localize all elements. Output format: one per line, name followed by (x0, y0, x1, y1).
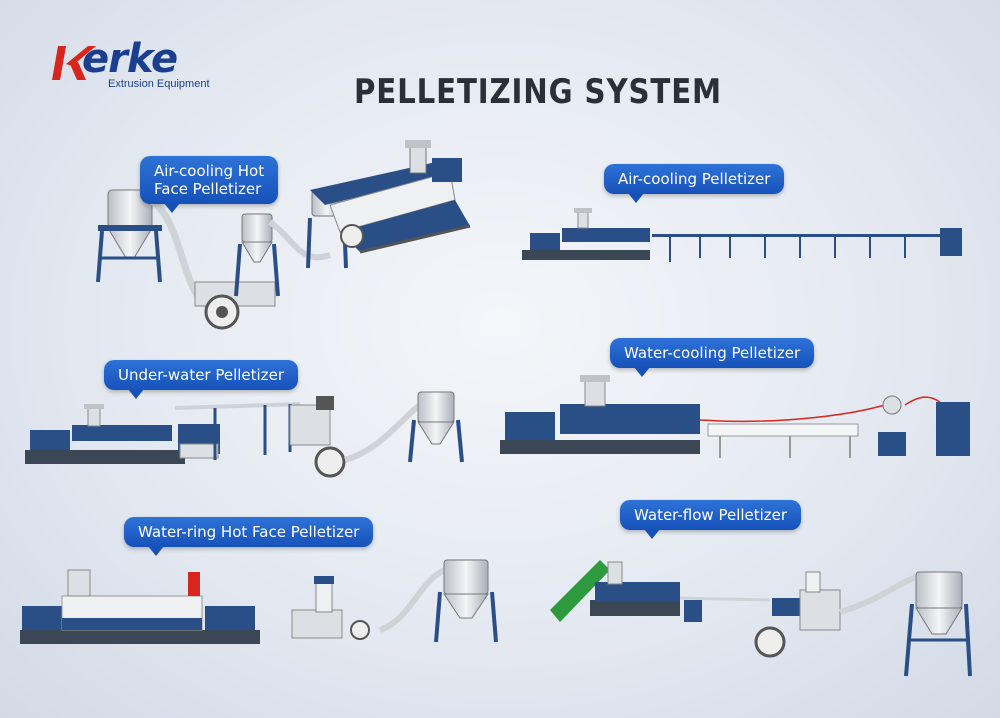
logo-brand-text: erke (82, 36, 178, 82)
label-line-1: Water-cooling Pelletizer (624, 344, 801, 362)
label-water-cooling: Water-cooling Pelletizer (610, 338, 815, 377)
label-line-1: Air-cooling Pelletizer (618, 170, 771, 188)
water-ring-hot-face-machine (20, 559, 498, 644)
water-flow-machine (550, 560, 972, 677)
label-line-1: Air-cooling Hot (154, 162, 265, 180)
air-cooling-hot-face-machine (96, 140, 471, 330)
label-line-1: Water-ring Hot Face Pelletizer (138, 523, 360, 541)
page-title: PELLETIZING SYSTEM (354, 72, 722, 112)
label-line-2: Face Pelletizer (154, 180, 262, 198)
label-line-1: Water-flow Pelletizer (634, 506, 788, 524)
logo-k-mark-icon (52, 46, 96, 80)
kerke-logo: erke Extrusion Equipment (52, 36, 222, 96)
under-water-machine (25, 391, 464, 478)
label-under-water: Under-water Pelletizer (104, 360, 298, 399)
air-cooling-machine (522, 208, 962, 262)
label-air-cooling-hot-face: Air-cooling Hot Face Pelletizer (140, 156, 279, 213)
label-water-ring-hot-face: Water-ring Hot Face Pelletizer (124, 517, 374, 556)
water-cooling-machine (500, 375, 970, 458)
logo-subtitle: Extrusion Equipment (108, 78, 210, 90)
label-water-flow: Water-flow Pelletizer (620, 500, 802, 539)
label-line-1: Under-water Pelletizer (118, 366, 284, 384)
label-air-cooling: Air-cooling Pelletizer (604, 164, 785, 203)
